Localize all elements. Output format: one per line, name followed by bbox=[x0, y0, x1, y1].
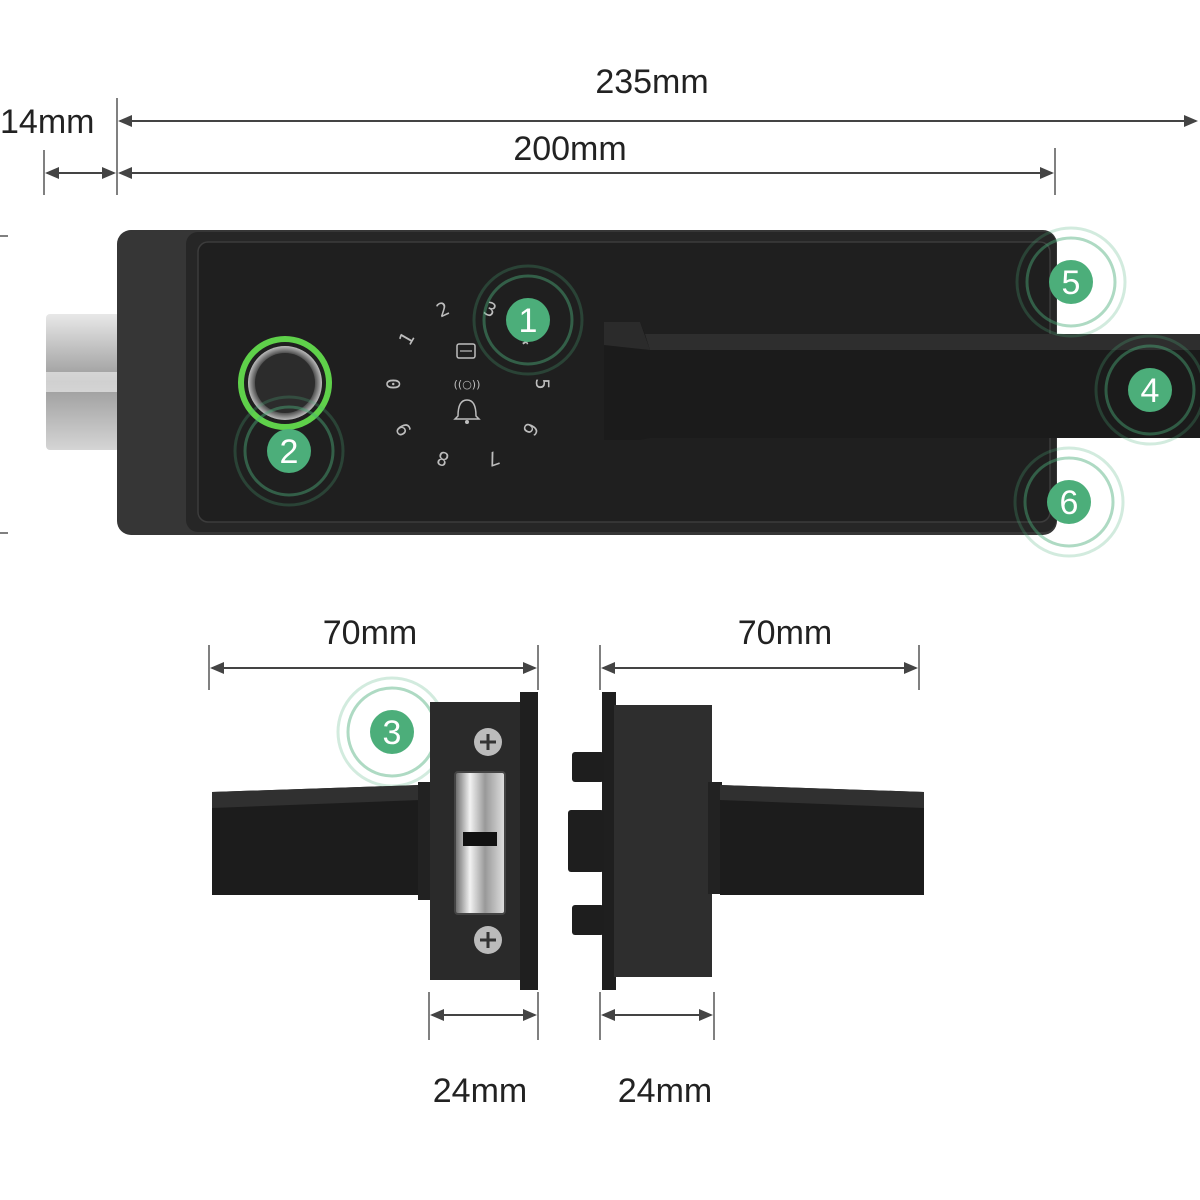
callout-number-2: 2 bbox=[280, 433, 299, 471]
dimension-label-overall: 235mm bbox=[595, 63, 708, 101]
fingerprint-sensor bbox=[238, 336, 332, 430]
callout-1: 1 bbox=[472, 264, 584, 376]
callout-2: 2 bbox=[233, 395, 345, 507]
callout-6: 6 bbox=[1013, 446, 1125, 558]
side-view-right bbox=[568, 692, 924, 990]
callout-number-5: 5 bbox=[1062, 264, 1081, 302]
top-dimensions: 235mm 200mm 14mm bbox=[0, 63, 1198, 534]
dimension-label-rose-left: 24mm bbox=[433, 1072, 527, 1110]
key-5[interactable]: 5 bbox=[531, 378, 553, 389]
dimension-label-handle-right: 70mm bbox=[738, 614, 832, 652]
side-view-dimensions: 70mm 70mm 24mm 24mm bbox=[208, 614, 920, 1110]
dimension-label-body: 200mm bbox=[513, 130, 626, 168]
screw-icon bbox=[474, 728, 502, 756]
callout-4: 4 bbox=[1094, 334, 1200, 446]
dimension-label-backset: 14mm bbox=[0, 103, 94, 141]
key-0[interactable]: 0 bbox=[383, 378, 405, 389]
bell-icon[interactable] bbox=[453, 399, 481, 424]
callout-5: 5 bbox=[1015, 226, 1127, 338]
dimension-label-handle-left: 70mm bbox=[323, 614, 417, 652]
lock-front-view: 0 1 2 3 4 5 6 7 8 9 ((○)) bbox=[46, 230, 1200, 535]
dimension-label-rose-right: 24mm bbox=[618, 1072, 712, 1110]
card-reader-icon bbox=[456, 343, 476, 359]
callout-number-3: 3 bbox=[383, 714, 402, 752]
callout-number-1: 1 bbox=[519, 302, 538, 340]
nfc-symbol: ((○)) bbox=[454, 378, 481, 391]
screw-icon bbox=[474, 926, 502, 954]
callout-3: 3 bbox=[336, 676, 448, 788]
rose-plate-right bbox=[602, 692, 616, 990]
callout-number-4: 4 bbox=[1141, 372, 1160, 410]
callout-number-6: 6 bbox=[1060, 484, 1079, 522]
side-view-left bbox=[212, 692, 538, 990]
door-handle bbox=[604, 322, 1200, 440]
